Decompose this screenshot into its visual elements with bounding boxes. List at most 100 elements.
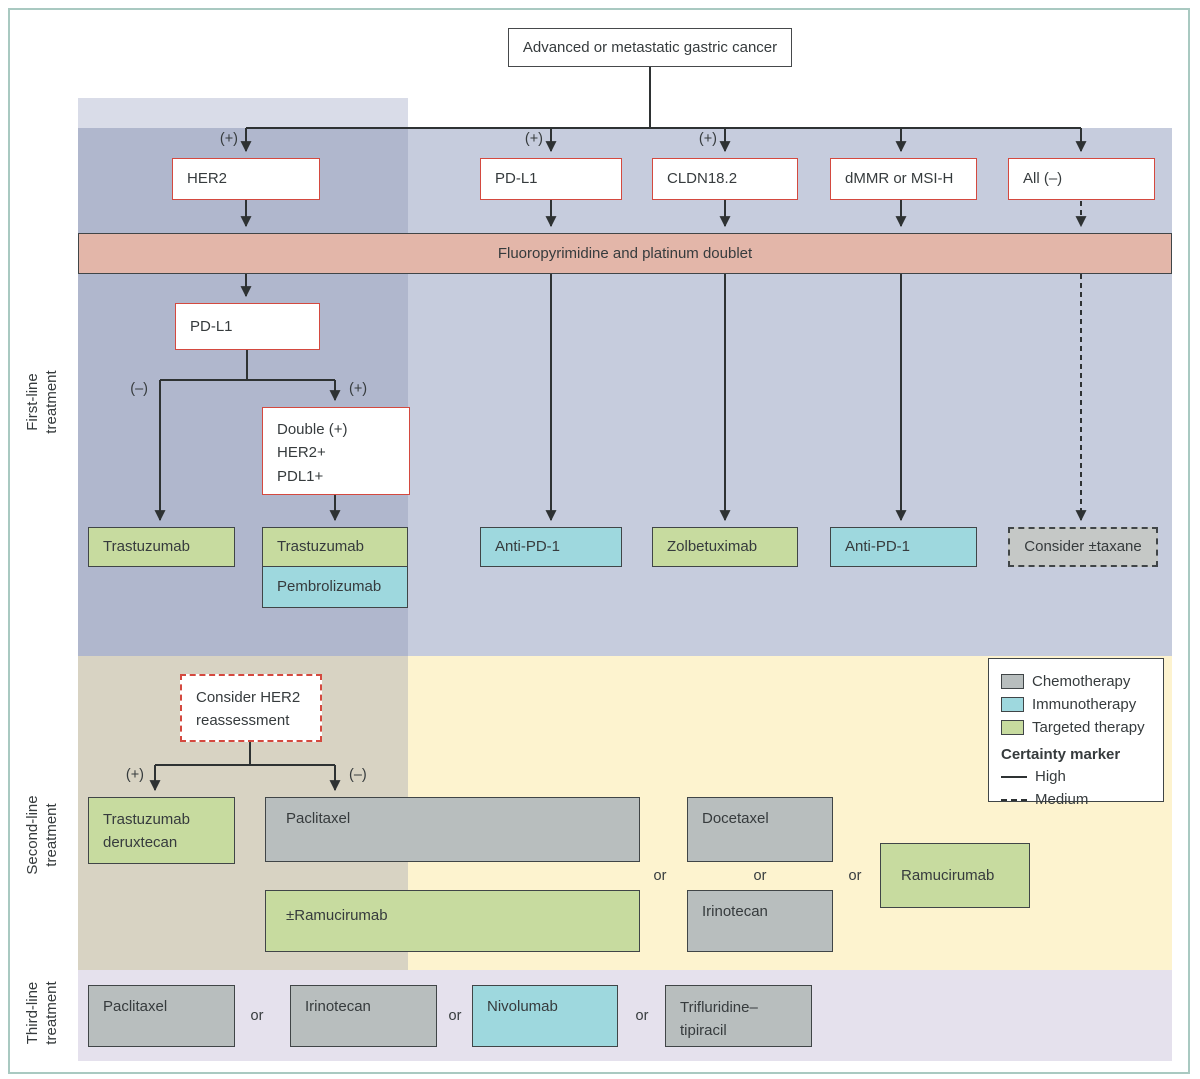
treatment-docetaxel: Docetaxel [687, 797, 833, 862]
reassessment-positive-sign: (+) [125, 767, 144, 783]
or-label: or [635, 1008, 649, 1024]
biomarker-label: All (–) [1023, 170, 1063, 187]
biomarker-label: PD-L1 [495, 170, 538, 187]
legend-item-targeted-therapy: Targeted therapy [1001, 716, 1151, 739]
stage-label-text: First-line [23, 373, 41, 431]
dashed-line-sample [1001, 798, 1027, 801]
treatment-label: Docetaxel [702, 810, 769, 827]
legend: Chemotherapy Immunotherapy Targeted ther… [988, 658, 1164, 808]
treatment-trifluridine-tipiracil: Trifluridine– tipiracil [665, 985, 812, 1047]
double-positive-line: Double (+) [277, 421, 348, 438]
her2-column-top-strip [78, 98, 408, 128]
or-label: or [848, 868, 862, 884]
stage-label-third-line: Third-line treatment [19, 943, 65, 1079]
her2-plus-sign: (+) [219, 131, 238, 147]
treatment-ramucirumab: Ramucirumab [880, 843, 1030, 908]
backbone-chemo-bar: Fluoropyrimidine and platinum doublet [78, 233, 1172, 274]
treatment-paclitaxel-2l: Paclitaxel [265, 797, 640, 862]
solid-line-sample [1001, 775, 1027, 778]
biomarker-box-pdl1: PD-L1 [480, 158, 622, 200]
treatment-label: Anti-PD-1 [845, 538, 911, 555]
pdl1-positive-sign: (+) [349, 381, 368, 397]
root-node-label: Advanced or metastatic gastric cancer [522, 38, 778, 56]
treatment-label: Paclitaxel [103, 998, 168, 1015]
treatment-label: tipiracil [680, 1022, 727, 1040]
certainty-marker-title: Certainty marker [1001, 745, 1121, 763]
treatment-trastuzumab-combo: Trastuzumab [262, 527, 408, 567]
cldn182-plus-sign: (+) [698, 131, 717, 147]
treatment-consider-taxane: Consider ±taxane [1008, 527, 1158, 567]
double-positive-line: HER2+ [277, 444, 326, 462]
pdl1-plus-sign: (+) [524, 131, 543, 147]
treatment-plus-minus-ramucirumab: ±Ramucirumab [265, 890, 640, 952]
treatment-label: Trastuzumab [103, 811, 190, 828]
backbone-chemo-label: Fluoropyrimidine and platinum doublet [497, 244, 753, 262]
treatment-label: Pembrolizumab [277, 577, 382, 595]
biomarker-label: CLDN18.2 [667, 170, 738, 187]
treatment-label: Paclitaxel [286, 810, 351, 827]
treatment-nivolumab: Nivolumab [472, 985, 618, 1047]
treatment-label: Irinotecan [702, 903, 768, 920]
treatment-pembrolizumab: Pembrolizumab [262, 565, 408, 608]
stage-label-text: treatment [43, 803, 60, 867]
or-label: or [448, 1008, 462, 1024]
legend-item-label: Chemotherapy [1032, 673, 1131, 690]
biomarker-box-all-negative: All (–) [1008, 158, 1155, 200]
treatment-paclitaxel-3l: Paclitaxel [88, 985, 235, 1047]
legend-item-label: Medium [1035, 791, 1089, 808]
legend-item-label: High [1035, 768, 1066, 785]
treatment-label: ±Ramucirumab [286, 907, 388, 924]
or-label: or [753, 868, 767, 884]
pdl1-negative-sign: (–) [130, 381, 148, 397]
treatment-label: Irinotecan [305, 998, 371, 1015]
stage-label-text: treatment [43, 981, 60, 1045]
third-line-region [78, 970, 1172, 1061]
treatment-label: deruxtecan [103, 834, 178, 852]
immunotherapy-swatch [1001, 697, 1024, 712]
her2-reassessment-box: Consider HER2 reassessment [180, 674, 322, 742]
treatment-label: Trifluridine– [680, 999, 758, 1016]
her2-reassessment-line: reassessment [196, 712, 290, 730]
targeted-therapy-swatch [1001, 720, 1024, 735]
stage-label-text: Third-line [23, 981, 41, 1045]
biomarker-label: dMMR or MSI-H [845, 170, 954, 187]
treatment-trastuzumab: Trastuzumab [88, 527, 235, 567]
legend-item-immunotherapy: Immunotherapy [1001, 693, 1151, 716]
biomarker-box-her2: HER2 [172, 158, 320, 200]
treatment-zolbetuximab: Zolbetuximab [652, 527, 798, 567]
legend-item-label: Targeted therapy [1032, 719, 1145, 736]
treatment-label: Nivolumab [487, 998, 558, 1015]
treatment-label: Trastuzumab [277, 538, 364, 555]
treatment-irinotecan-2l: Irinotecan [687, 890, 833, 952]
or-label: or [250, 1008, 264, 1024]
or-label: or [653, 868, 667, 884]
pdl1-check-box: PD-L1 [175, 303, 320, 350]
stage-label-second-line: Second-line treatment [19, 765, 65, 905]
treatment-label: Trastuzumab [103, 538, 190, 555]
biomarker-box-cldn182: CLDN18.2 [652, 158, 798, 200]
reassessment-negative-sign: (–) [349, 767, 367, 783]
chemotherapy-swatch [1001, 674, 1024, 689]
stage-label-text: Second-line [23, 795, 41, 875]
legend-item-medium-certainty: Medium [1001, 788, 1151, 811]
treatment-label: Ramucirumab [901, 866, 995, 884]
stage-label-text: treatment [43, 370, 60, 434]
root-node: Advanced or metastatic gastric cancer [508, 28, 792, 67]
treatment-label: Anti-PD-1 [495, 538, 561, 555]
treatment-trastuzumab-deruxtecan: Trastuzumab deruxtecan [88, 797, 235, 864]
double-positive-box: Double (+) HER2+ PDL1+ [262, 407, 410, 495]
double-positive-line: PDL1+ [277, 467, 324, 485]
biomarker-box-dmmr-msih: dMMR or MSI-H [830, 158, 977, 200]
treatment-anti-pd1-right: Anti-PD-1 [830, 527, 977, 567]
biomarker-label: HER2 [187, 170, 228, 187]
first-line-region [408, 128, 1172, 656]
legend-item-chemotherapy: Chemotherapy [1001, 670, 1151, 693]
stage-label-first-line: First-line treatment [19, 332, 65, 472]
treatment-anti-pd1-left: Anti-PD-1 [480, 527, 622, 567]
treatment-label: Zolbetuximab [667, 538, 758, 555]
pdl1-check-label: PD-L1 [190, 317, 233, 335]
legend-item-high-certainty: High [1001, 765, 1151, 788]
treatment-irinotecan-3l: Irinotecan [290, 985, 437, 1047]
her2-reassessment-line: Consider HER2 [196, 689, 301, 706]
